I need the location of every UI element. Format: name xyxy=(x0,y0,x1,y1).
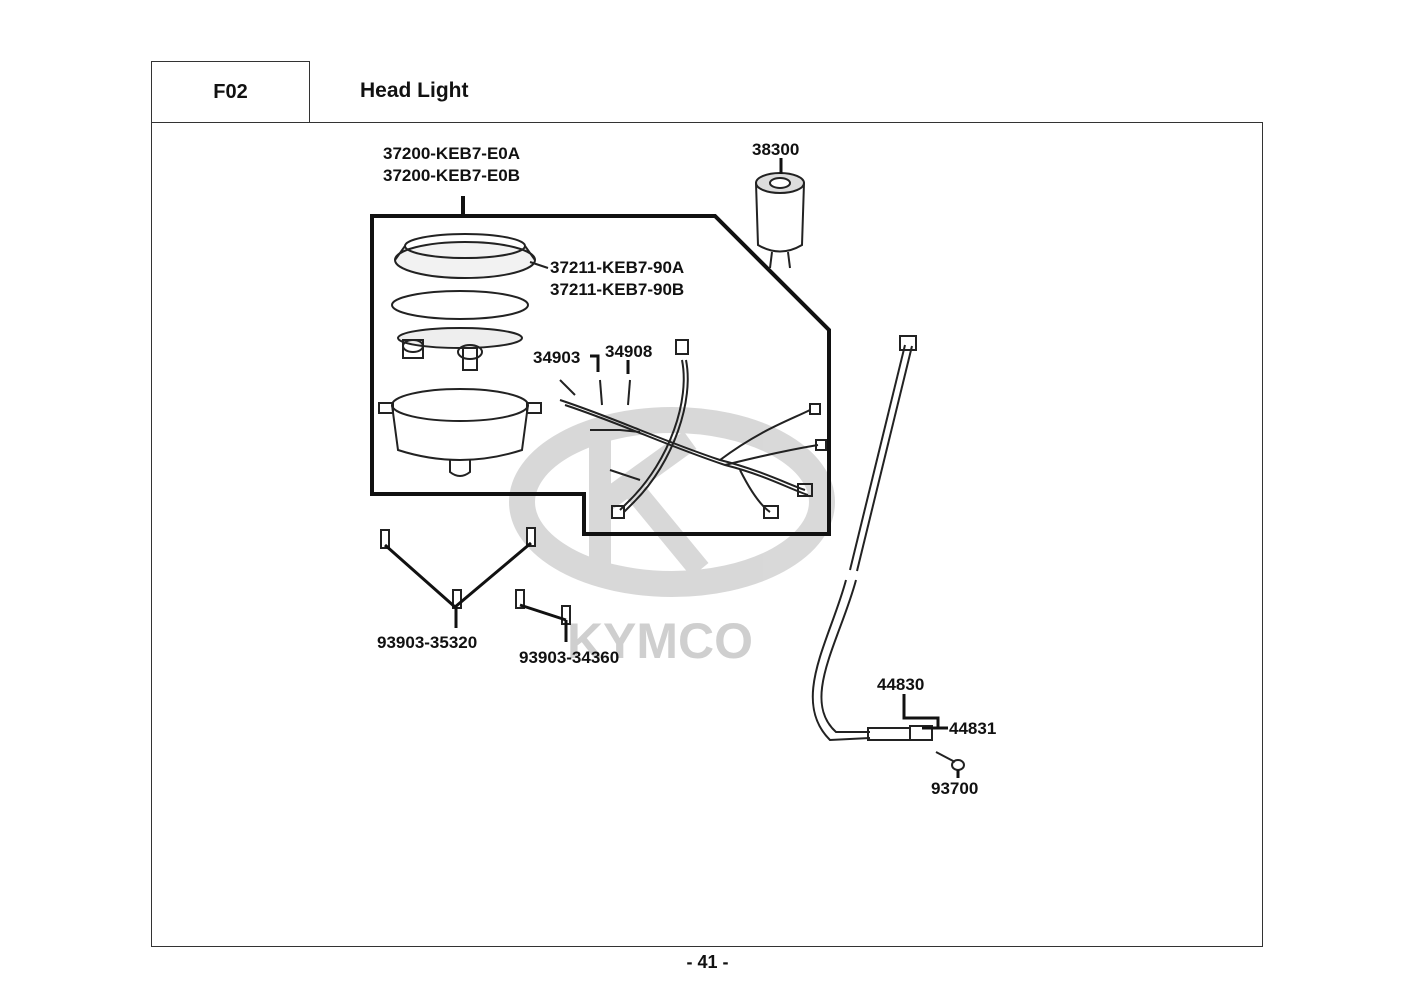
meter-case-drawing xyxy=(378,388,542,477)
label-bulb-2: 34908 xyxy=(605,342,653,361)
page-number: - 41 - xyxy=(686,952,729,972)
label-socket: 38300 xyxy=(752,140,800,159)
socket-drawing xyxy=(755,172,805,269)
label-meter-assy-b: 37200-KEB7-E0B xyxy=(383,166,521,185)
meter-assembly-outline xyxy=(370,214,831,536)
meter-panel-drawing xyxy=(397,327,523,371)
cable-leaders xyxy=(902,694,960,778)
section-code: F02 xyxy=(151,61,310,123)
label-cable-b: 44831 xyxy=(949,719,997,738)
label-lens-a: 37211-KEB7-90A xyxy=(550,258,685,277)
label-bulb-1: 34903 xyxy=(533,348,581,367)
section-title: Head Light xyxy=(360,79,469,102)
diagram-frame xyxy=(151,122,1263,947)
label-screw-1: 93903-35320 xyxy=(377,633,478,652)
speedometer-cable-drawing xyxy=(811,335,965,771)
meter-lens-drawing xyxy=(391,233,549,320)
kymco-watermark-logo xyxy=(509,407,835,597)
label-lens-b: 37211-KEB7-90B xyxy=(550,280,685,299)
label-screw-2: 93903-34360 xyxy=(519,648,620,667)
label-cable-a: 44830 xyxy=(877,675,925,694)
label-bolt: 93700 xyxy=(931,779,979,798)
wire-harness-drawing xyxy=(559,339,827,519)
kymco-watermark-text: KYMCO xyxy=(567,613,753,669)
screws-drawing xyxy=(380,527,571,625)
screw-leaders xyxy=(384,541,568,642)
label-meter-assy-a: 37200-KEB7-E0A xyxy=(383,144,521,163)
